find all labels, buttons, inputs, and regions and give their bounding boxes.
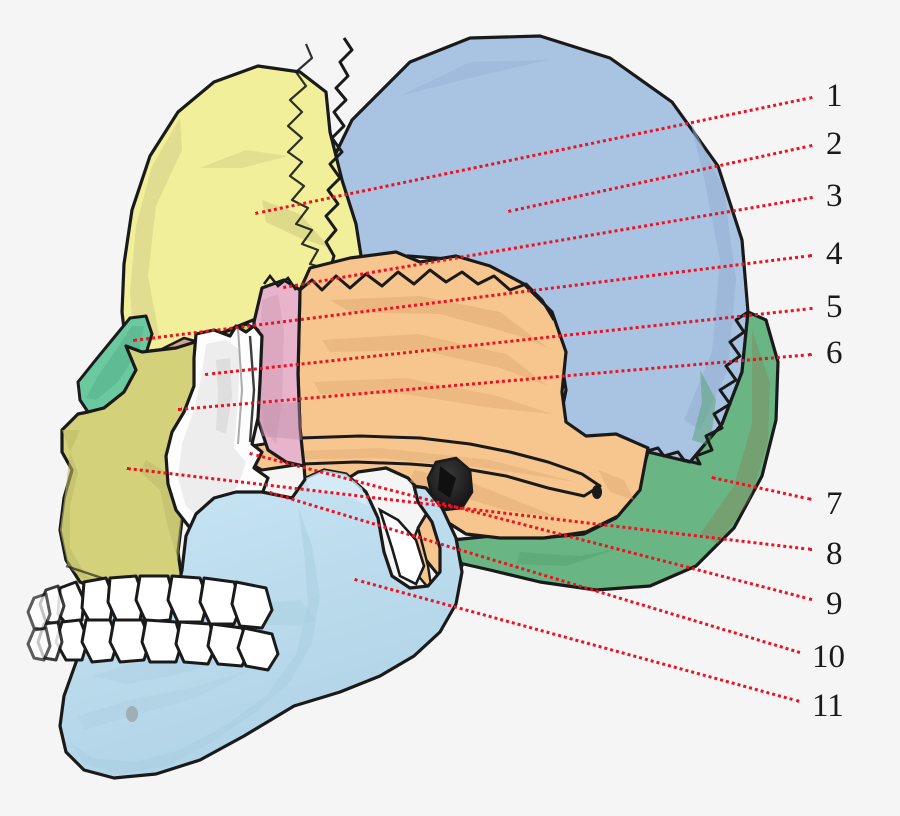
- label-number-7[interactable]: 7: [826, 486, 843, 522]
- frontal-bone-region: [120, 37, 364, 354]
- external-auditory-meatus-region: [426, 456, 474, 512]
- label-number-3[interactable]: 3: [826, 178, 843, 214]
- label-number-9[interactable]: 9: [826, 586, 843, 622]
- label-number-4[interactable]: 4: [826, 236, 843, 272]
- occipital-bone-region: [444, 310, 780, 592]
- label-number-10[interactable]: 10: [812, 639, 845, 675]
- label-number-2[interactable]: 2: [826, 126, 843, 162]
- label-number-1[interactable]: 1: [826, 78, 843, 114]
- label-number-5[interactable]: 5: [826, 289, 843, 325]
- label-number-8[interactable]: 8: [826, 536, 843, 572]
- zygomatic-bone-region: [164, 324, 270, 536]
- label-number-6[interactable]: 6: [826, 335, 843, 371]
- temporal-bone-region: [246, 250, 650, 594]
- teeth-region: [26, 574, 280, 672]
- label-number-11[interactable]: 11: [812, 688, 844, 724]
